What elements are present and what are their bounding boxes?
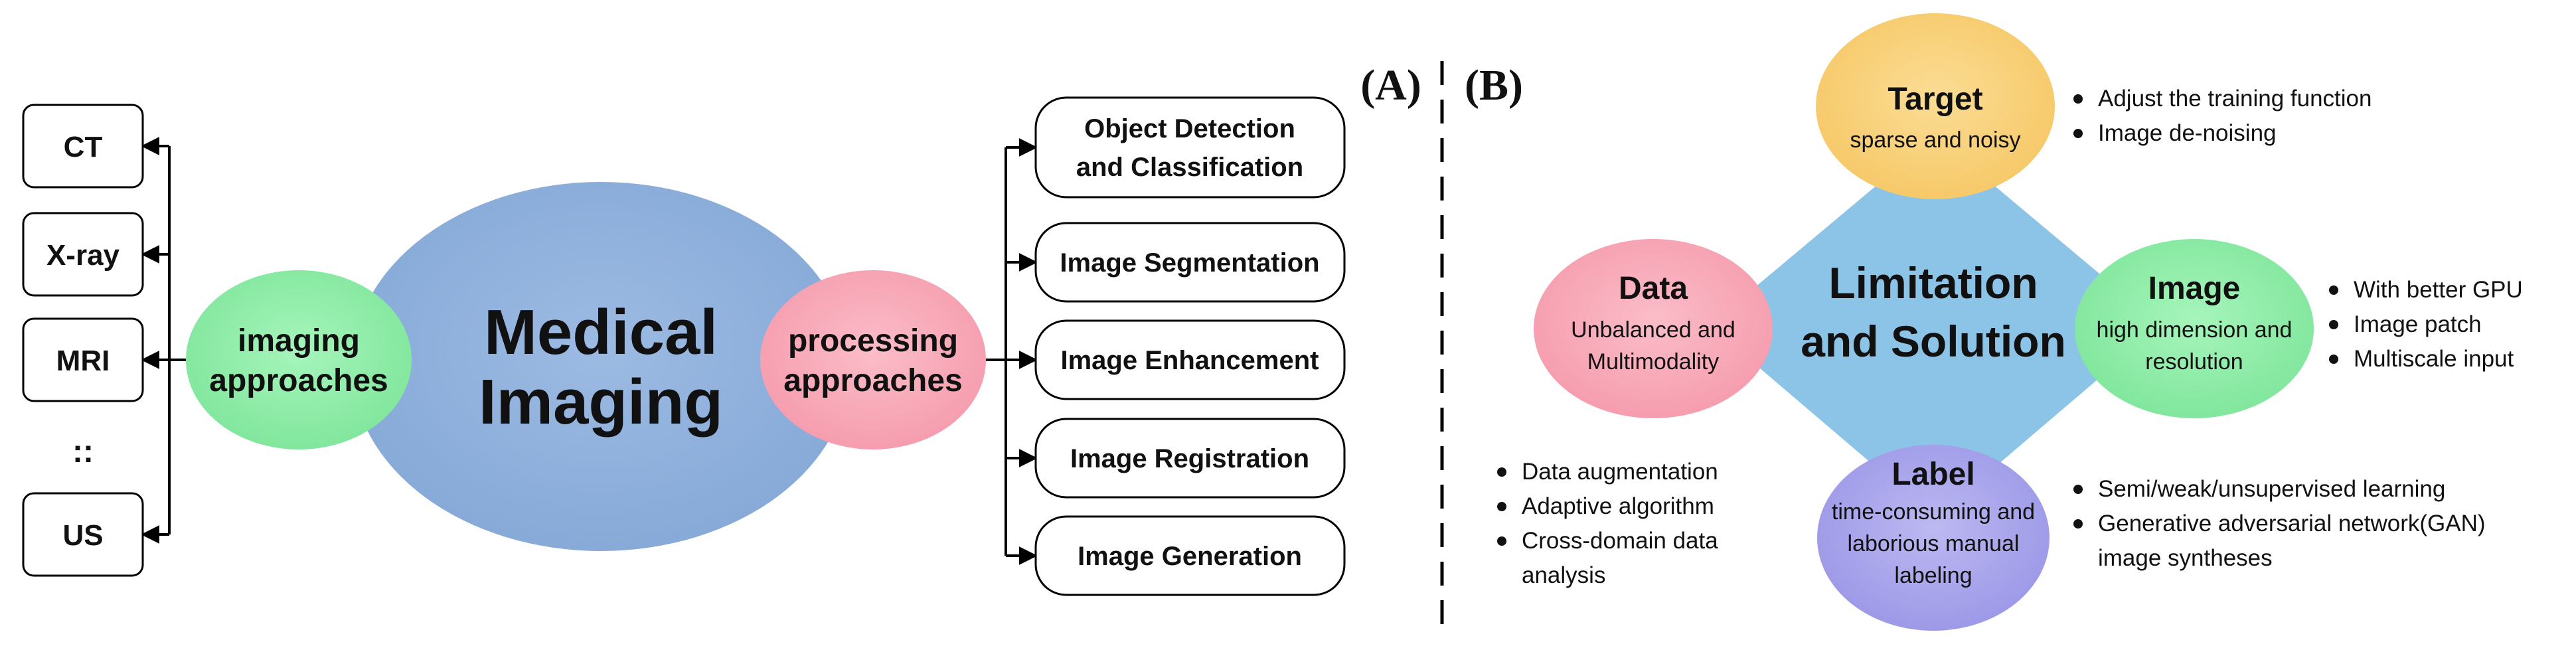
task-box bbox=[1034, 222, 1346, 303]
bullet-dot bbox=[2073, 129, 2083, 138]
image-title: Image bbox=[2148, 271, 2241, 306]
bullet-text: Data augmentation bbox=[1522, 459, 1718, 485]
modality-box-ct bbox=[22, 104, 144, 189]
bullet-text: Generative adversarial network(GAN)image… bbox=[2098, 511, 2486, 571]
task-label: Image Generation bbox=[1078, 542, 1302, 571]
panel-a-label: (A) bbox=[1360, 61, 1421, 110]
label-node bbox=[1817, 445, 2050, 631]
task-connector bbox=[986, 138, 1038, 565]
bullet-dot bbox=[2073, 519, 2083, 528]
task-label: Image Enhancement bbox=[1060, 346, 1319, 375]
modality-label: US bbox=[62, 519, 103, 552]
medical-imaging-ellipse bbox=[352, 182, 850, 551]
modality-label: MRI bbox=[56, 345, 110, 377]
data-node bbox=[1534, 239, 1773, 418]
target-subtitle: sparse and noisy bbox=[1850, 127, 2020, 153]
bullet-dot bbox=[2073, 485, 2083, 494]
task-box bbox=[1034, 319, 1346, 400]
processing-approaches-oval bbox=[760, 270, 986, 449]
bullet-dot bbox=[1497, 502, 1506, 511]
data-title: Data bbox=[1619, 271, 1688, 306]
label-title: Label bbox=[1892, 457, 1974, 492]
bullet-text: With better GPU bbox=[2354, 277, 2523, 303]
bullet-text: Multiscale input bbox=[2354, 346, 2514, 372]
modality-connector bbox=[141, 137, 186, 544]
panel-b-label: (B) bbox=[1465, 61, 1523, 110]
target-node bbox=[1816, 13, 2055, 199]
modality-label: X-ray bbox=[46, 239, 120, 272]
bullet-text: Semi/weak/unsupervised learning bbox=[2098, 476, 2445, 502]
bullet-dot bbox=[2073, 94, 2083, 104]
bullet-text: Image de-noising bbox=[2098, 120, 2277, 146]
task-label: Image Segmentation bbox=[1060, 248, 1319, 278]
modality-box-us bbox=[22, 492, 144, 577]
task-box bbox=[1034, 418, 1346, 499]
bullet-dot bbox=[2329, 285, 2338, 295]
bullet-dot bbox=[1497, 467, 1506, 477]
bullet-dot bbox=[2329, 320, 2338, 329]
modality-box-mri bbox=[22, 317, 144, 402]
task-box bbox=[1034, 515, 1346, 596]
modality-label: CT bbox=[64, 131, 103, 163]
modality-box-xray bbox=[22, 212, 144, 297]
bullet-text: Image patch bbox=[2354, 311, 2482, 337]
task-label: Image Registration bbox=[1070, 444, 1309, 473]
imaging-approaches-oval bbox=[186, 270, 412, 449]
target-title: Target bbox=[1888, 82, 1982, 117]
bullet-dot bbox=[1497, 536, 1506, 546]
modality-ellipsis: :: bbox=[72, 434, 94, 469]
label-bullets: Semi/weak/unsupervised learningGenerativ… bbox=[2073, 476, 2486, 571]
bullet-text: Adjust the training function bbox=[2098, 86, 2372, 112]
bullet-dot bbox=[2329, 355, 2338, 364]
image-node bbox=[2075, 239, 2314, 418]
limitation-diamond bbox=[1710, 136, 2161, 518]
bullet-text: Adaptive algorithm bbox=[1522, 493, 1714, 519]
task-box bbox=[1034, 96, 1346, 199]
